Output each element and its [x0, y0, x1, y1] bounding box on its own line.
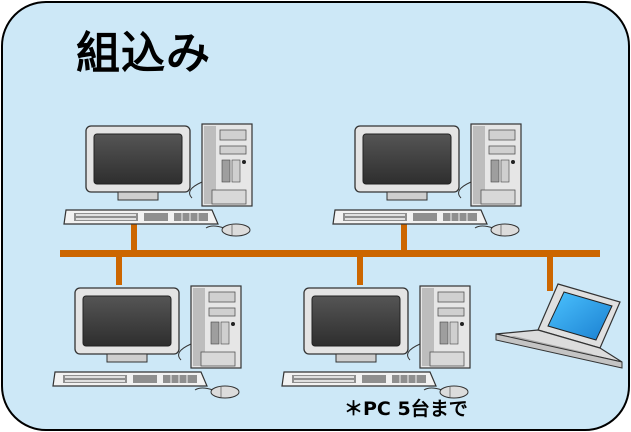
network-drop-line	[547, 255, 553, 291]
network-drop-line	[357, 255, 363, 285]
network-bus	[60, 222, 600, 291]
network-drop-line	[401, 222, 407, 252]
network-drop-line	[116, 255, 122, 285]
pc-limit-note: ＊PC 5台まで	[344, 398, 468, 420]
network-trunk-line	[60, 250, 600, 257]
diagram-title: 組込み	[76, 28, 211, 79]
network-drop-line	[131, 222, 137, 252]
